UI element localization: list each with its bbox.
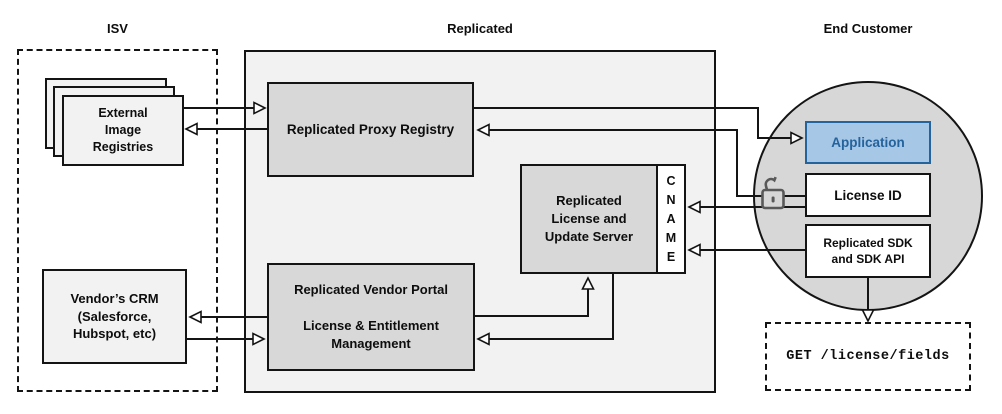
section-label-end-customer: End Customer	[823, 21, 913, 36]
section-label-isv: ISV	[107, 21, 128, 36]
section-label-replicated: Replicated	[447, 21, 513, 36]
node-license-id: License ID	[805, 173, 931, 217]
arrowhead-into-get	[861, 309, 875, 323]
keyhole	[771, 196, 775, 203]
unlock-icon	[755, 175, 793, 215]
node-replicated-sdk: Replicated SDK and SDK API	[805, 224, 931, 278]
node-external-image-registries: External Image Registries	[62, 95, 184, 166]
node-application: Application	[805, 121, 931, 164]
node-get-license-fields: GET /license/fields	[765, 322, 971, 391]
node-replicated-vendor-portal: Replicated Vendor Portal License & Entit…	[267, 263, 475, 371]
node-replicated-license-update-server: Replicated License and Update Server	[520, 164, 658, 274]
node-cname-strip: C N A M E	[656, 164, 686, 274]
isv-section-boundary	[17, 49, 218, 392]
node-replicated-proxy-registry: Replicated Proxy Registry	[267, 82, 474, 177]
node-vendor-crm: Vendor’s CRM (Salesforce, Hubspot, etc)	[42, 269, 187, 364]
